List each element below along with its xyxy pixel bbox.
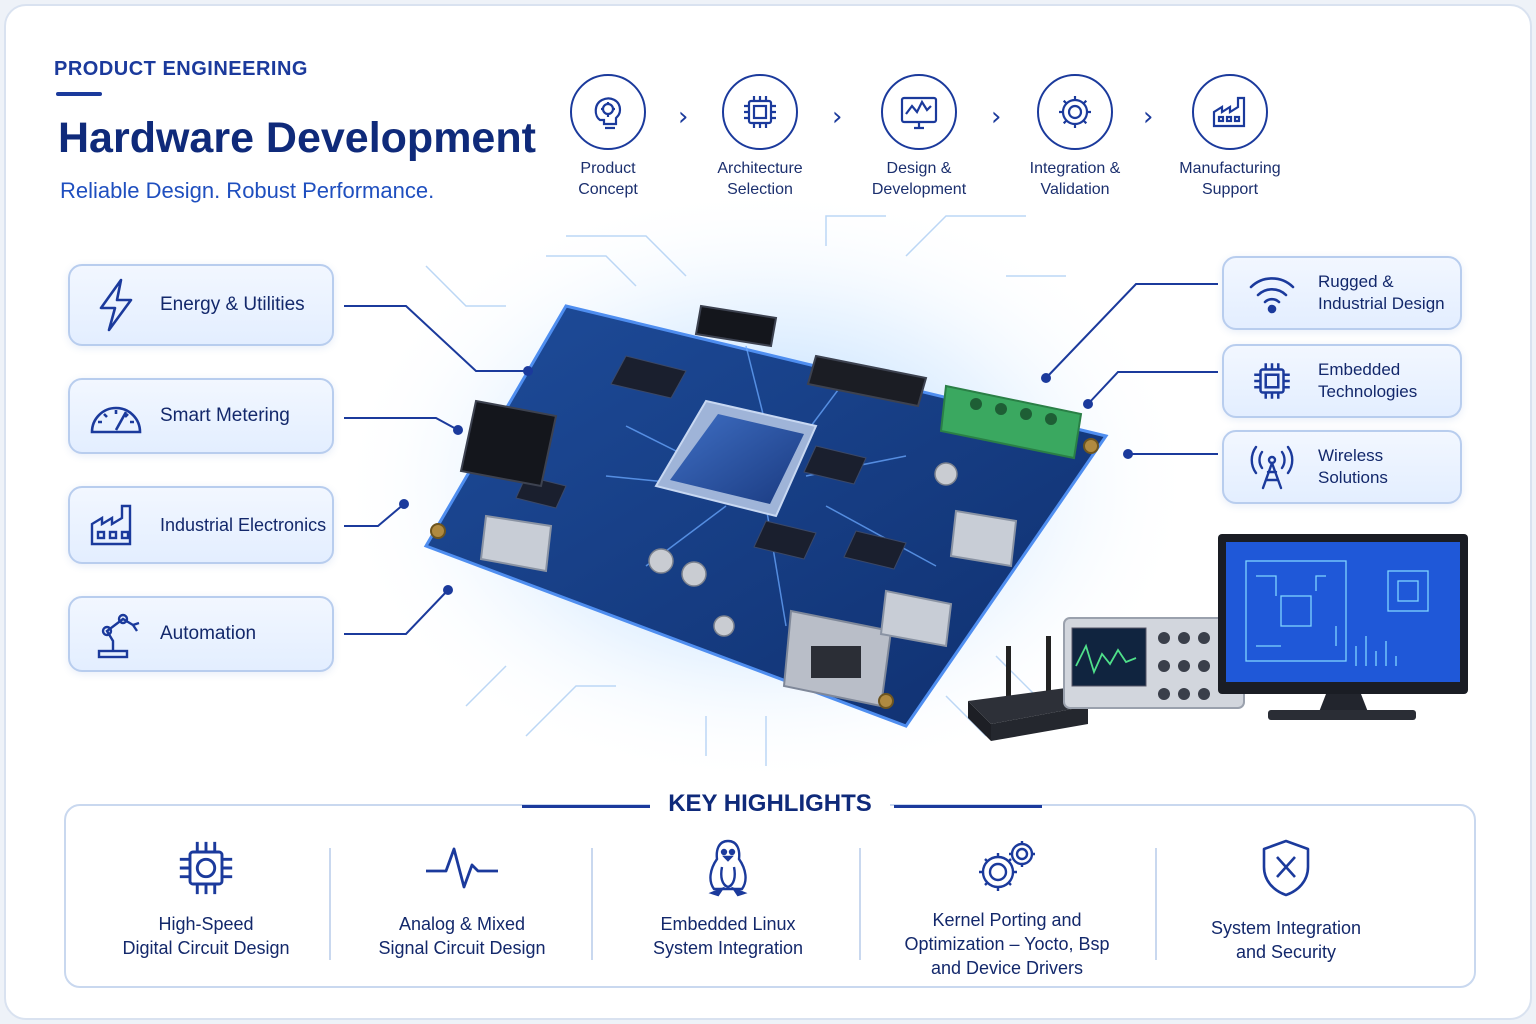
factory-icon <box>84 500 148 550</box>
highlight-line1: High-Speed <box>158 914 254 934</box>
design-monitor <box>1218 534 1468 720</box>
card-line1: Wireless <box>1318 446 1384 465</box>
shield-tools-icon <box>1166 836 1406 900</box>
gear-icon <box>1037 74 1113 150</box>
factory-icon <box>1192 74 1268 150</box>
chevron-right-icon: › <box>991 102 1002 132</box>
chip-icon <box>1242 358 1302 404</box>
chevron-right-icon: › <box>832 102 843 132</box>
card-industrial-electronics: Industrial Electronics <box>68 486 334 564</box>
card-label: Energy & Utilities <box>160 294 305 315</box>
highlight-line2: Optimization – Yocto, Bsp <box>904 934 1110 954</box>
highlight-divider <box>329 848 331 960</box>
page-title: Hardware Development <box>58 114 536 162</box>
header-row-connector <box>806 354 928 408</box>
card-line2: Solutions <box>1318 468 1388 487</box>
waveform-icon <box>342 836 582 900</box>
highlight-line2: Digital Circuit Design <box>122 938 290 958</box>
gears-icon <box>872 836 1142 900</box>
highlight-line1: System Integration <box>1210 918 1362 938</box>
card-label: Industrial Electronics <box>160 514 327 535</box>
ethernet-socket <box>811 646 861 678</box>
process-step-line1: Architecture <box>717 160 803 177</box>
highlights-rule-right <box>894 805 1042 808</box>
right-connector-dots <box>1041 373 1133 459</box>
highlight-line1: Kernel Porting and <box>932 910 1082 930</box>
process-step-line1: Manufacturing <box>1179 160 1281 177</box>
chip-icon <box>722 74 798 150</box>
card-line1: Embedded <box>1318 360 1401 379</box>
processor-die <box>670 414 804 504</box>
process-step-line2: Concept <box>578 181 638 198</box>
highlight-line2: Signal Circuit Design <box>378 938 546 958</box>
card-label: Automation <box>160 623 257 644</box>
highlights-title-text: KEY HIGHLIGHTS <box>650 790 890 817</box>
penguin-icon <box>608 836 848 900</box>
chevron-right-icon: › <box>1143 102 1154 132</box>
terminal-screws <box>970 398 1057 425</box>
right-connector-lines <box>1045 283 1218 455</box>
card-energy-utilities: Energy & Utilities <box>68 264 334 346</box>
highlight-divider <box>859 848 861 960</box>
wifi-icon <box>1242 271 1302 315</box>
process-step-integration: Integration & Validation <box>1000 74 1150 200</box>
top-connector <box>694 304 778 348</box>
card-automation: Automation <box>68 596 334 672</box>
process-step-line2: Development <box>871 181 967 198</box>
usb-port <box>479 514 553 573</box>
process-step-line1: Design & <box>886 160 952 177</box>
card-rugged-industrial: Rugged & Industrial Design <box>1222 256 1462 330</box>
highlight-line2: and Security <box>1235 942 1337 962</box>
robot-arm-icon <box>84 607 148 661</box>
card-line2: Technologies <box>1318 382 1418 401</box>
router-device <box>968 636 1088 741</box>
highlight-line1: Analog & Mixed <box>398 914 526 934</box>
chevron-right-icon: › <box>678 102 689 132</box>
highlight-line1: Embedded Linux <box>660 914 796 934</box>
left-connector-dots <box>399 366 533 595</box>
process-step-line1: Product <box>580 160 636 177</box>
usb-port-lower <box>879 589 953 648</box>
highlight-line2: System Integration <box>652 938 804 958</box>
pin-header-connector <box>459 399 558 488</box>
process-step-line1: Integration & <box>1029 160 1121 177</box>
highlight-system-security: System Integration and Security <box>1166 836 1406 964</box>
process-step-line2: Support <box>1201 181 1259 198</box>
process-step-line2: Validation <box>1040 181 1110 198</box>
card-line2: Industrial Design <box>1318 294 1445 313</box>
card-label: Smart Metering <box>160 405 290 426</box>
lightning-icon <box>84 276 148 334</box>
monitor-chart-icon <box>881 74 957 150</box>
eyebrow-label: PRODUCT ENGINEERING <box>54 58 308 80</box>
highlight-divider <box>591 848 593 960</box>
process-step-design: Design & Development <box>844 74 994 200</box>
antenna-tower-icon <box>1242 442 1302 492</box>
page-subtitle: Reliable Design. Robust Performance. <box>60 178 435 203</box>
highlights-title: KEY HIGHLIGHTS <box>6 790 1530 818</box>
oscilloscope-device <box>1063 617 1245 709</box>
left-connector-lines <box>344 305 528 635</box>
mounting-holes <box>430 438 1099 709</box>
highlight-divider <box>1155 848 1157 960</box>
chip-icon <box>86 836 326 900</box>
usb-port-right <box>949 509 1018 568</box>
infographic-frame: PRODUCT ENGINEERING Hardware Development… <box>4 4 1532 1020</box>
lightbulb-head-icon <box>570 74 646 150</box>
highlights-rule-left <box>522 805 650 808</box>
highlight-line3: and Device Drivers <box>930 958 1084 978</box>
eyebrow-underline <box>56 92 102 96</box>
pcb-illustration <box>336 186 1468 786</box>
card-line1: Rugged & <box>1318 272 1394 291</box>
card-smart-metering: Smart Metering <box>68 378 334 454</box>
gauge-icon <box>84 394 148 438</box>
capacitors <box>648 462 958 637</box>
